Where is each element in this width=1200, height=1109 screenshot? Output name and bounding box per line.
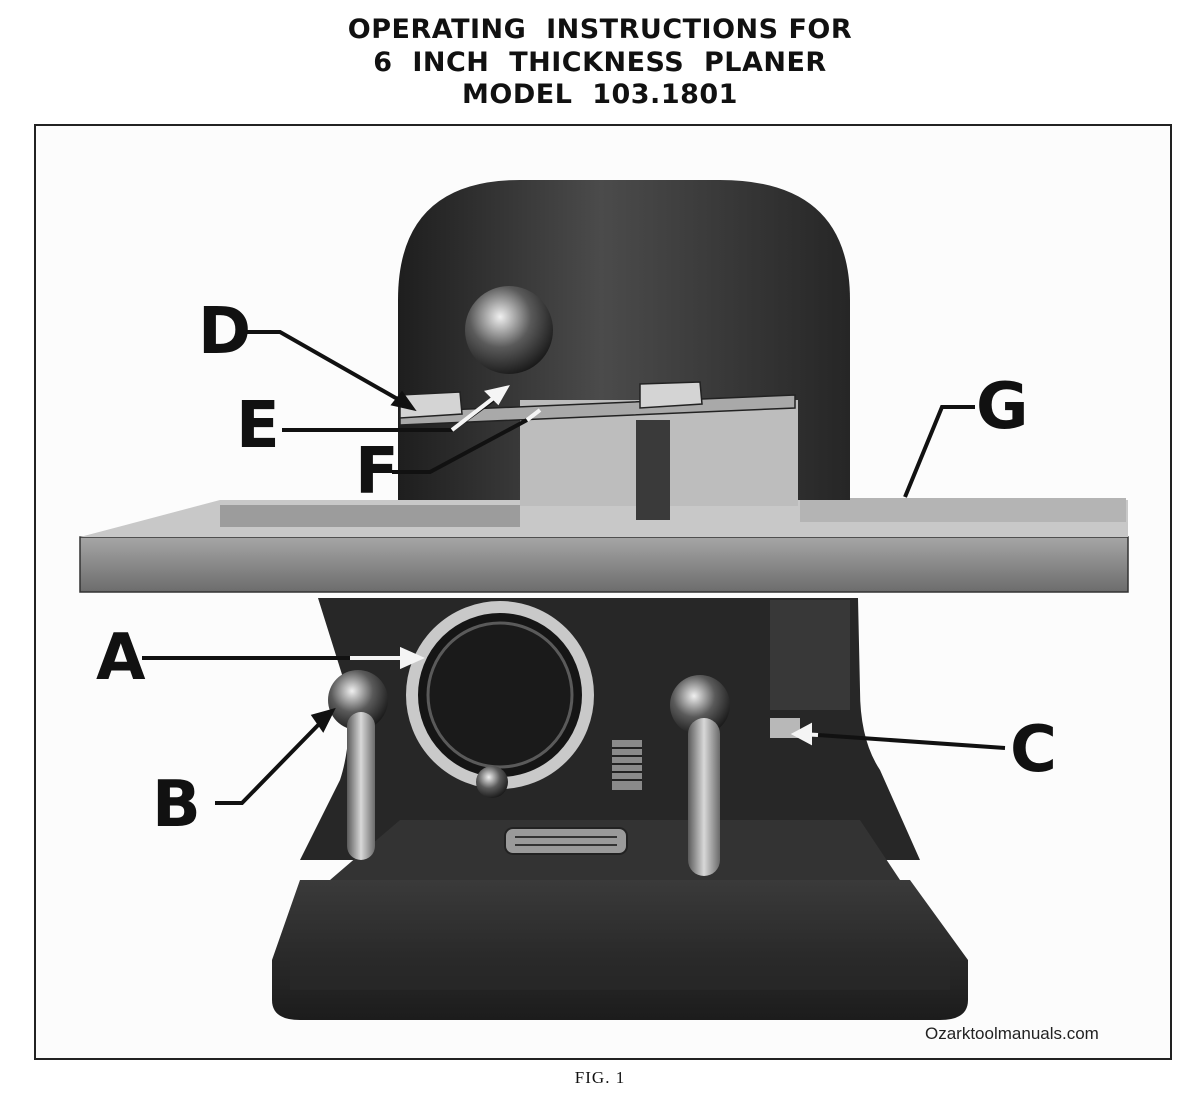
watermark: Ozarktoolmanuals.com [925,1024,1099,1043]
page-heading: OPERATING INSTRUCTIONS FOR 6 INCH THICKN… [0,14,1200,112]
left-handle [347,712,375,860]
callout-g: G [976,370,1029,444]
right-lock-knob [670,675,730,735]
hand-wheel-knob [476,766,508,798]
side-bracket [770,600,850,710]
left-clamp [399,391,463,419]
heading-line-1: OPERATING INSTRUCTIONS FOR [347,14,853,45]
callout-a: A [96,621,146,695]
callout-f: F [355,435,399,509]
left-table-rail [220,505,520,527]
callout-e: E [236,389,280,463]
machine-base [272,880,968,1020]
right-clamp [639,381,703,409]
top-knob [465,286,553,374]
work-table [79,536,1129,593]
adjust-screw [770,718,800,738]
right-handle [688,718,720,876]
callout-d: D [198,295,252,369]
right-table-rail [800,498,1126,522]
name-plate [504,827,628,855]
figure-caption: FIG. 1 [574,1068,626,1087]
callout-c: C [1010,713,1057,787]
heading-line-3: MODEL 103.1801 [462,79,738,110]
callout-b: B [152,768,201,842]
heading-line-2: 6 INCH THICKNESS PLANER [373,46,827,78]
left-lock-knob [328,670,388,730]
